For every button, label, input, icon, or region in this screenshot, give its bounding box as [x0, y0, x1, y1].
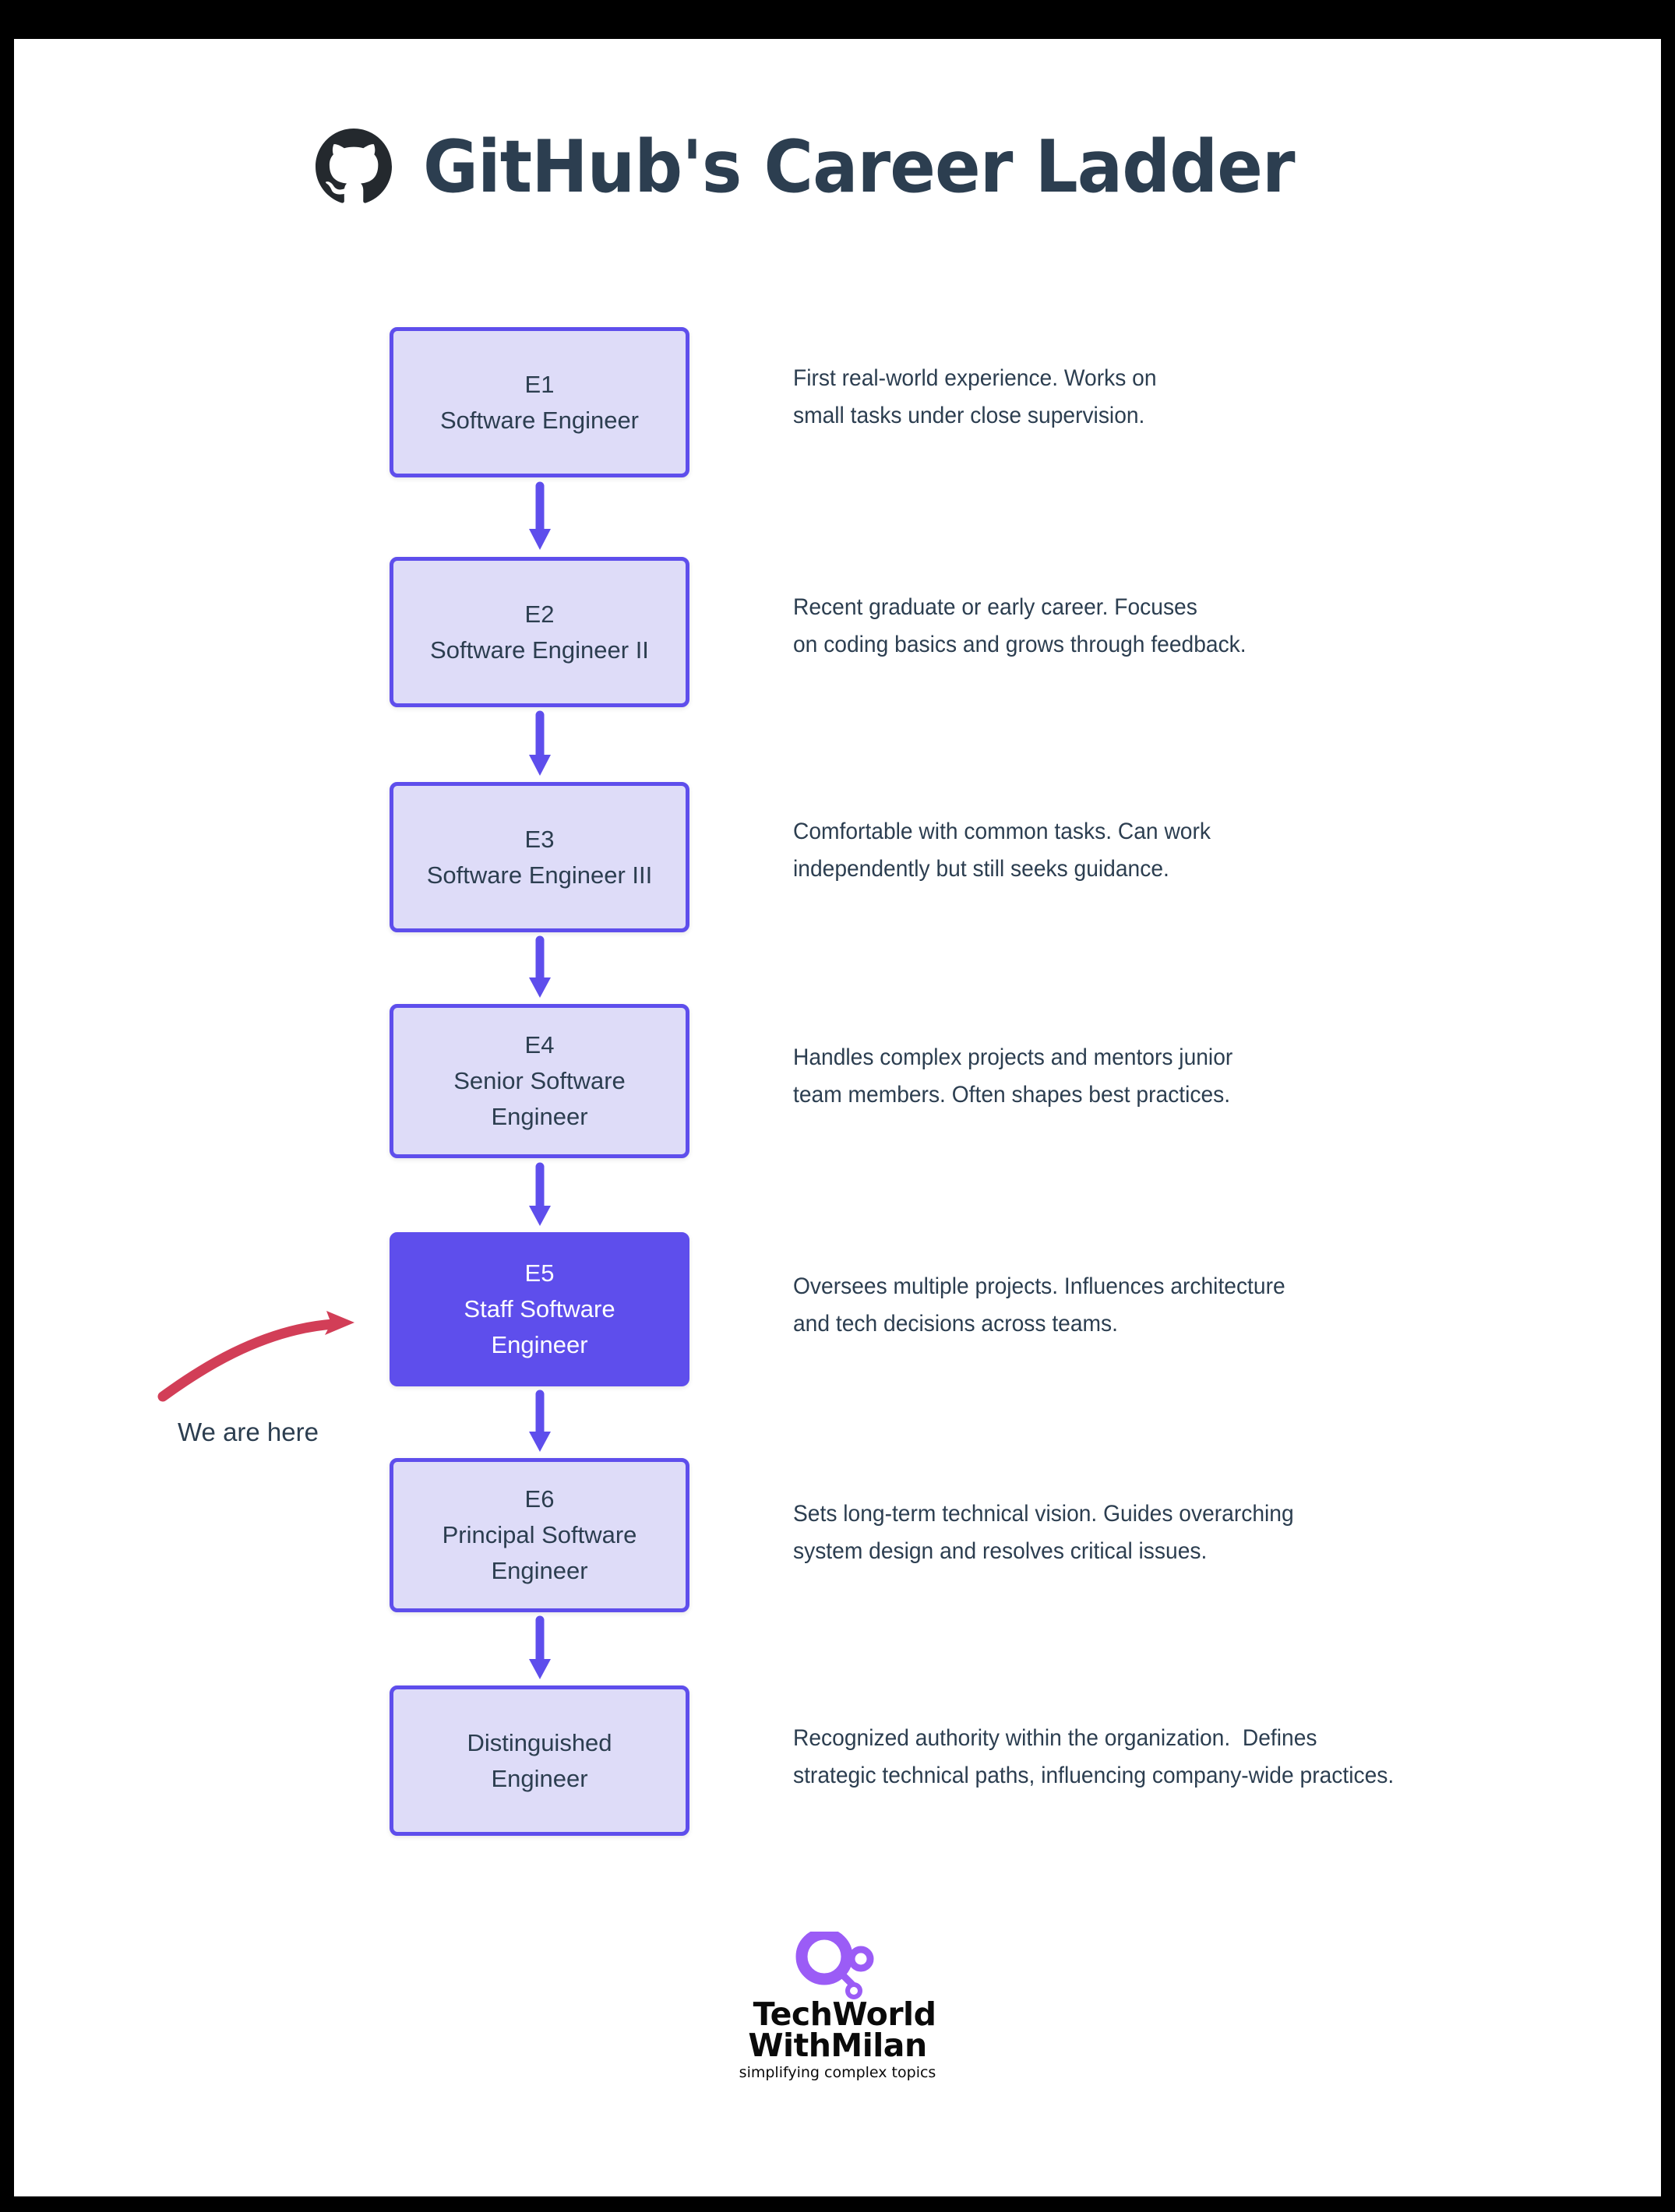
node-e1-code: E1 [524, 370, 555, 398]
brand-line-2: WithMilan [748, 2027, 927, 2064]
node-distinguished[interactable]: Distinguished Engineer [390, 1685, 689, 1836]
arrow-e4-to-e5 [390, 1158, 689, 1232]
desc-e2: Recent graduate or early career. Focuses… [793, 589, 1569, 664]
desc-line: Recognized authority within the organiza… [793, 1725, 1317, 1751]
desc-line: small tasks under close supervision. [793, 403, 1145, 428]
desc-line: Handles complex projects and mentors jun… [793, 1044, 1233, 1070]
techworld-node-graph-icon [795, 1932, 874, 1999]
desc-distinguished: Recognized authority within the organiza… [793, 1720, 1569, 1795]
desc-line: system design and resolves critical issu… [793, 1538, 1208, 1564]
node-e5-role-1: Staff Software [464, 1295, 615, 1323]
node-e2-code: E2 [524, 600, 555, 628]
node-e3-role: Software Engineer III [426, 861, 653, 889]
node-e1-role: Software Engineer [439, 406, 640, 434]
desc-line: independently but still seeks guidance. [793, 856, 1169, 882]
node-e4-role-1: Senior Software [453, 1067, 626, 1094]
brand-name: TechWorld WithMilan [739, 1995, 936, 2064]
node-distinguished-line-2: Engineer [491, 1764, 588, 1792]
desc-line: and tech decisions across teams. [793, 1311, 1118, 1337]
node-e5-code: E5 [524, 1259, 555, 1287]
node-e6-role-2: Engineer [491, 1557, 588, 1584]
we-are-here-label: We are here [178, 1418, 319, 1446]
node-e4[interactable]: E4 Senior Software Engineer [390, 1004, 689, 1158]
brand-line-1: TechWorld [753, 1995, 936, 2033]
node-e2[interactable]: E2 Software Engineer II [390, 557, 689, 707]
desc-e5: Oversees multiple projects. Influences a… [793, 1268, 1569, 1343]
desc-line: First real-world experience. Works on [793, 365, 1157, 391]
desc-line: team members. Often shapes best practice… [793, 1082, 1231, 1108]
curved-red-arrow-icon [157, 1311, 354, 1402]
node-e4-code: E4 [524, 1031, 555, 1058]
poster-page: GitHub's Career Ladder E1 Software Engin… [14, 39, 1661, 2196]
we-are-here-annotation: We are here [150, 1281, 415, 1460]
brand-footer: TechWorld WithMilan simplifying complex … [14, 1932, 1661, 2081]
node-e6[interactable]: E6 Principal Software Engineer [390, 1458, 689, 1612]
page-title: GitHub's Career Ladder [422, 125, 1296, 209]
desc-e4: Handles complex projects and mentors jun… [793, 1039, 1569, 1114]
arrow-e6-to-distinguished [390, 1612, 689, 1685]
node-e2-role: Software Engineer II [430, 636, 649, 664]
page-header: GitHub's Career Ladder [14, 125, 1661, 209]
brand-tagline: simplifying complex topics [739, 2064, 936, 2081]
node-e5-role-2: Engineer [491, 1331, 588, 1358]
node-e4-role-2: Engineer [491, 1103, 588, 1130]
node-e1[interactable]: E1 Software Engineer [390, 327, 689, 477]
github-octocat-icon [315, 129, 392, 203]
desc-line: Recent graduate or early career. Focuses [793, 594, 1197, 620]
arrow-e2-to-e3 [390, 707, 689, 782]
desc-line: strategic technical paths, influencing c… [793, 1763, 1395, 1788]
desc-e1: First real-world experience. Works on sm… [793, 360, 1569, 435]
node-e3-code: E3 [524, 825, 555, 853]
node-e6-code: E6 [524, 1485, 555, 1513]
desc-line: on coding basics and grows through feedb… [793, 632, 1247, 657]
desc-line: Comfortable with common tasks. Can work [793, 819, 1211, 844]
desc-e3: Comfortable with common tasks. Can work … [793, 813, 1569, 888]
node-e3[interactable]: E3 Software Engineer III [390, 782, 689, 932]
desc-line: Oversees multiple projects. Influences a… [793, 1273, 1285, 1299]
node-e5[interactable]: E5 Staff Software Engineer [390, 1232, 689, 1386]
arrow-e1-to-e2 [390, 477, 689, 557]
desc-e6: Sets long-term technical vision. Guides … [793, 1495, 1569, 1570]
node-distinguished-line-1: Distinguished [467, 1728, 612, 1756]
node-e6-role-1: Principal Software [442, 1521, 637, 1548]
arrow-e3-to-e4 [390, 932, 689, 1004]
arrow-e5-to-e6 [390, 1386, 689, 1458]
desc-line: Sets long-term technical vision. Guides … [793, 1501, 1294, 1527]
